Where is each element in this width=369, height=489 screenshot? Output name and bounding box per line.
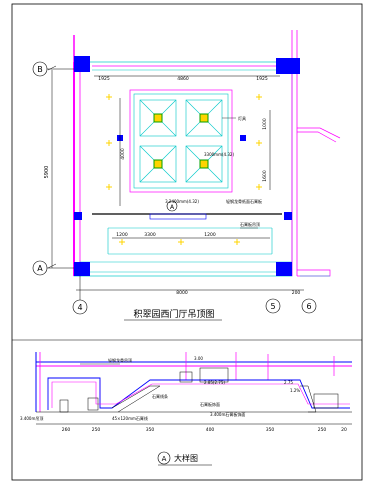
detail-note-right2: 1.2% <box>290 388 300 393</box>
detail-note-bottom2: 3.400m石膏板饰面 <box>210 411 245 417</box>
detail-note-mid2: 2.85(2.75) <box>204 380 225 385</box>
column-top-left <box>74 56 90 72</box>
detail-marker-plan-label: A <box>170 204 175 211</box>
detail-title-marker <box>157 451 171 465</box>
light-square-right <box>240 135 246 141</box>
detail-dim-2: 250 <box>92 427 101 433</box>
detail-note-right1: 2.75 <box>284 380 293 385</box>
detail-notes: 轻钢龙骨吊顶 3.00 2.85(2.75) 石膏线条 石膏板饰面 2.75 1… <box>20 356 300 421</box>
axis-bubble-b: B <box>32 61 74 77</box>
detail-marker-plan: A <box>166 200 178 212</box>
detail-note-mid3: 石膏线条 <box>152 393 168 399</box>
annex-top2 <box>297 131 337 143</box>
note-lower: 石膏板吊顶 <box>240 221 260 227</box>
dimension-lines <box>47 65 304 291</box>
axis-label-4: 4 <box>77 303 82 312</box>
dim-right-2: 1600 <box>262 170 268 182</box>
detail-note-mid4: 石膏板饰面 <box>200 401 220 407</box>
detail-dim-7: 20 <box>341 427 347 433</box>
column-top-right <box>276 58 292 74</box>
dim-bottom-overall: 8000 <box>176 290 188 296</box>
plan-title: 积翠园西门厅吊顶图 <box>133 308 214 320</box>
axis-bubble-5: 5 <box>265 298 281 314</box>
coffer-grid <box>139 99 223 183</box>
note-right: 3300mm(4.32) <box>204 152 234 157</box>
dim-top-a: 1925 <box>98 76 110 82</box>
dim-inner-left: 4000 <box>120 148 126 160</box>
detail-dim-3: 350 <box>146 427 155 433</box>
detail-note-mid1: 3.00 <box>194 356 203 361</box>
dim-right-1: 1000 <box>262 118 268 130</box>
detail-dims: 260 250 350 400 350 250 20 <box>62 427 347 433</box>
note-center: 3.2400mm(4.32) <box>165 199 199 204</box>
coffer-outer <box>129 89 233 193</box>
detail-dim-6: 250 <box>318 427 327 433</box>
dim-bottom-right: 200 <box>292 290 301 296</box>
dim-lower-1: 3300 <box>144 232 156 238</box>
downlights <box>106 94 262 245</box>
axis-label-6: 6 <box>306 302 311 311</box>
detail-dim-5: 350 <box>266 427 275 433</box>
detail-section: 260 250 350 400 350 250 20 轻钢龙骨吊顶 3.00 2… <box>20 352 352 466</box>
ceiling-profile <box>47 377 350 410</box>
column-mid-left <box>74 212 82 220</box>
ceiling-profile-inner <box>51 381 350 408</box>
column-bottom-left <box>74 262 90 276</box>
detail-note-left-top: 轻钢龙骨吊顶 <box>108 357 132 363</box>
detail-dim-4: 400 <box>206 427 215 433</box>
coffer-lights <box>153 113 209 169</box>
axis-label-a: A <box>37 264 43 273</box>
dim-top-c: 1925 <box>256 76 268 82</box>
note-side: 轻钢龙骨纸面石膏板 <box>226 198 262 204</box>
door-head <box>149 213 207 220</box>
annex-top <box>297 127 341 139</box>
detail-note-left-bottom: 3.400m吊顶 <box>20 416 43 421</box>
axis-bubble-a: A <box>32 260 74 276</box>
note-lamp: 灯具 <box>238 115 246 121</box>
axis-label-5: 5 <box>270 302 275 311</box>
column-top-right2 <box>292 58 300 74</box>
detail-title: 大样图 <box>174 453 198 463</box>
detail-note-bottom1: 45×120mm石膏线 <box>112 415 148 421</box>
dim-top-b: 4860 <box>177 76 189 82</box>
detail-title-marker-label: A <box>162 455 167 463</box>
column-bottom-right <box>276 262 292 276</box>
axis-bubble-6: 6 <box>301 298 317 314</box>
ceiling-plan: B A 4 5 6 A 5900 1925 4860 1925 <box>32 30 341 321</box>
dim-lower-2: 1200 <box>204 232 216 238</box>
coffer-inner <box>133 93 229 189</box>
annex-bottom <box>297 269 331 277</box>
sheet-border <box>11 3 363 481</box>
axis-bubble-4: 4 <box>72 276 88 315</box>
dim-left-vertical: 5900 <box>44 166 50 179</box>
detail-dim-1: 260 <box>62 427 71 433</box>
column-mid-right <box>284 212 292 220</box>
dim-lower-3: 1200 <box>116 232 128 238</box>
axis-label-b: B <box>37 65 43 74</box>
